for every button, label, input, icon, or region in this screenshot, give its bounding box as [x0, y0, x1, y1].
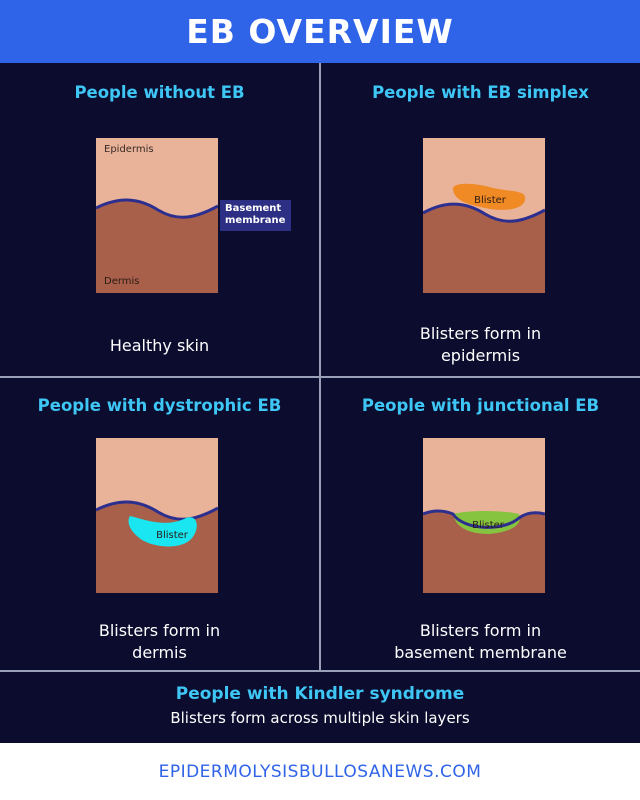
- vertical-divider: [319, 63, 321, 670]
- blister-label: Blister: [472, 520, 505, 531]
- junctional-skin-diagram: Blister: [423, 438, 545, 593]
- dermis-layer: [423, 511, 545, 593]
- dermis-layer: [423, 204, 545, 293]
- blister-label: Blister: [156, 530, 189, 541]
- dermis-label: Dermis: [104, 276, 140, 287]
- dystrophic-skin-diagram: Blister: [96, 438, 218, 593]
- panel-title: People without EB: [74, 83, 245, 102]
- basement-membrane-line: [96, 198, 218, 219]
- panel-junctional-eb: People with junctional EB Blister Bliste…: [321, 378, 640, 682]
- panel-eb-simplex: People with EB simplex Blister Blisters …: [321, 63, 640, 367]
- basement-membrane-callout: Basement membrane: [220, 200, 291, 231]
- blister-shape: [128, 516, 197, 547]
- basement-membrane-line: [423, 509, 545, 529]
- callout-line-2: membrane: [225, 215, 286, 226]
- epidermis-label: Epidermis: [104, 144, 154, 155]
- caption-line-2: dermis: [132, 643, 187, 662]
- panel-title: People with dystrophic EB: [37, 396, 282, 415]
- panel-caption: Blisters form in dermis: [0, 620, 319, 664]
- horizontal-divider: [0, 376, 640, 378]
- blister-shape: [453, 511, 520, 534]
- basement-membrane-line: [423, 202, 545, 223]
- blister-label: Blister: [474, 195, 507, 206]
- website-link[interactable]: EPIDERMOLYSISBULLOSANEWS.COM: [158, 761, 482, 782]
- panel-caption: Blisters form in basement membrane: [321, 620, 640, 664]
- kindler-band: People with Kindler syndrome Blisters fo…: [0, 670, 640, 743]
- caption-line-1: Blisters form in: [98, 621, 221, 640]
- callout-line-1: Basement: [225, 203, 282, 214]
- simplex-skin-diagram: Blister: [423, 138, 545, 293]
- caption-line-1: Blisters form in: [419, 324, 542, 343]
- caption-line-2: epidermis: [440, 346, 521, 365]
- caption-line-1: Healthy skin: [109, 336, 210, 355]
- panel-caption: Healthy skin: [0, 335, 319, 357]
- panel-caption: Blisters form in epidermis: [321, 323, 640, 367]
- basement-membrane-line: [96, 500, 218, 521]
- healthy-skin-diagram: Epidermis Dermis: [96, 138, 218, 293]
- page-title: EB OVERVIEW: [186, 12, 454, 51]
- panel-title: People with junctional EB: [361, 396, 600, 415]
- kindler-title: People with Kindler syndrome: [175, 684, 465, 704]
- blister-shape: [452, 183, 526, 210]
- panel-without-eb: People without EB Epidermis Dermis Basem…: [0, 63, 319, 367]
- panel-dystrophic-eb: People with dystrophic EB Blister Bliste…: [0, 378, 319, 682]
- dermis-layer: [96, 200, 218, 293]
- panel-title: People with EB simplex: [372, 83, 589, 102]
- caption-line-1: Blisters form in: [419, 621, 542, 640]
- kindler-description: Blisters form across multiple skin layer…: [170, 709, 470, 727]
- caption-line-2: basement membrane: [394, 643, 567, 662]
- header-banner: EB OVERVIEW: [0, 0, 640, 63]
